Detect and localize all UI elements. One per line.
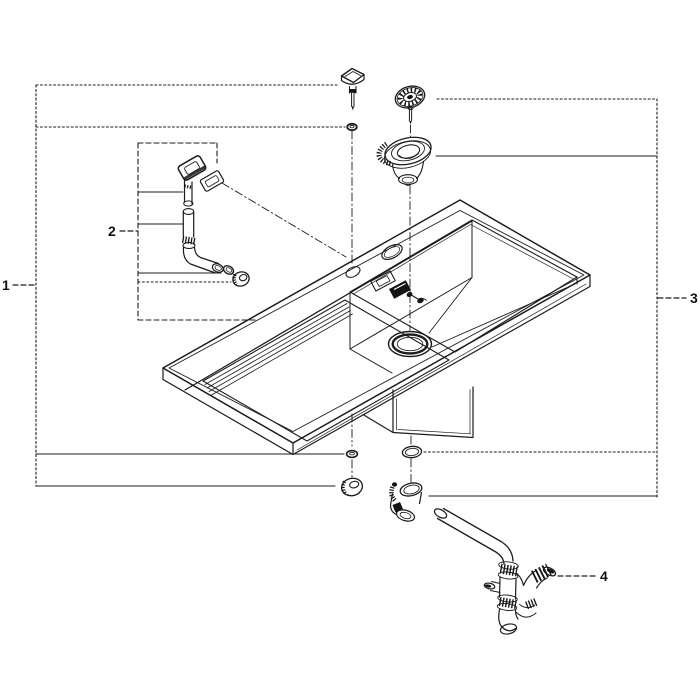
sink-body bbox=[162, 199, 591, 456]
callout-label-3: 3 bbox=[690, 290, 698, 306]
knob-washer bbox=[346, 122, 358, 132]
overflow-cover-plate bbox=[389, 280, 411, 299]
assembly-axis-lines bbox=[221, 124, 412, 483]
trap-j-bend bbox=[498, 597, 539, 635]
callout-label-4: 4 bbox=[600, 568, 608, 584]
overflow-elbow bbox=[182, 246, 224, 274]
overflow-rosette bbox=[177, 155, 207, 181]
callout-box-2: 2 bbox=[108, 142, 256, 321]
overflow-nut bbox=[232, 271, 250, 287]
callout-4: 4 bbox=[557, 568, 608, 584]
popup-rod-hole bbox=[345, 266, 361, 278]
waste-outlet-elbow bbox=[389, 482, 423, 522]
drain-o-ring bbox=[401, 445, 423, 459]
overflow-gasket bbox=[199, 170, 225, 192]
strainer-basket-pin bbox=[407, 106, 414, 125]
overflow-olive-ring bbox=[222, 265, 235, 275]
overflow-slot bbox=[370, 270, 396, 292]
callout-label-2: 2 bbox=[108, 223, 116, 239]
bottom-washer bbox=[345, 449, 359, 459]
trap-inlet-tube bbox=[433, 507, 514, 565]
trap-nut-lower bbox=[496, 594, 518, 611]
trap-nut-upper bbox=[497, 561, 519, 580]
overflow-pipe-upper bbox=[183, 179, 194, 207]
pop-up-knob bbox=[340, 67, 365, 111]
callout-bracket-1: 1 bbox=[2, 84, 346, 487]
trap-tee-body bbox=[483, 576, 517, 600]
trap-outlet-branch bbox=[516, 563, 557, 589]
sink-bowl bbox=[349, 219, 578, 374]
strainer-waste-flange bbox=[376, 136, 432, 186]
callout-label-1: 1 bbox=[2, 277, 10, 293]
callout-bracket-3: 3 bbox=[423, 98, 698, 498]
trap-assembly bbox=[433, 507, 557, 635]
tap-hole bbox=[381, 244, 403, 260]
drain-opening-ring bbox=[387, 330, 433, 358]
drainboard bbox=[202, 299, 450, 442]
overflow-pipe-lower bbox=[181, 208, 197, 249]
overflow-assembly bbox=[177, 155, 250, 287]
bowl-underside bbox=[362, 386, 474, 439]
overflow-plate-screw bbox=[406, 291, 427, 304]
bottom-locknut bbox=[340, 477, 364, 497]
